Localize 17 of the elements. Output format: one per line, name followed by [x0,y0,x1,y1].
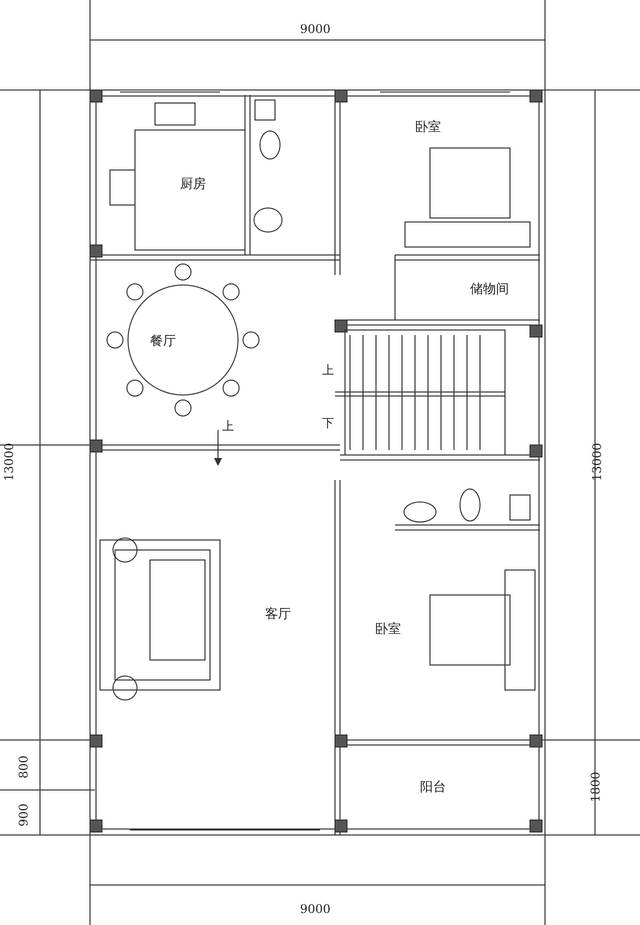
room-name: 餐厅 [150,333,176,350]
dimension-value: 13000 [2,442,16,482]
stair-direction-text: 下 [322,415,334,432]
dimension-value: 9000 [300,902,331,916]
dimension-value: 800 [16,756,30,778]
room-name: 阳台 [420,779,446,796]
room-name: 厨房 [180,176,206,193]
room-name: 卧室 [415,119,441,136]
room-name: 储物间 [470,281,509,298]
dimension-value: 13000 [590,442,604,482]
dimension-value: 9000 [300,22,331,36]
stair-direction-text: 上 [222,418,234,435]
stair-direction-text: 上 [322,362,334,379]
room-name: 卧室 [375,621,401,638]
room-name: 客厅 [265,606,291,623]
dimension-value: 900 [16,804,30,826]
dimension-value: 1800 [588,772,602,802]
